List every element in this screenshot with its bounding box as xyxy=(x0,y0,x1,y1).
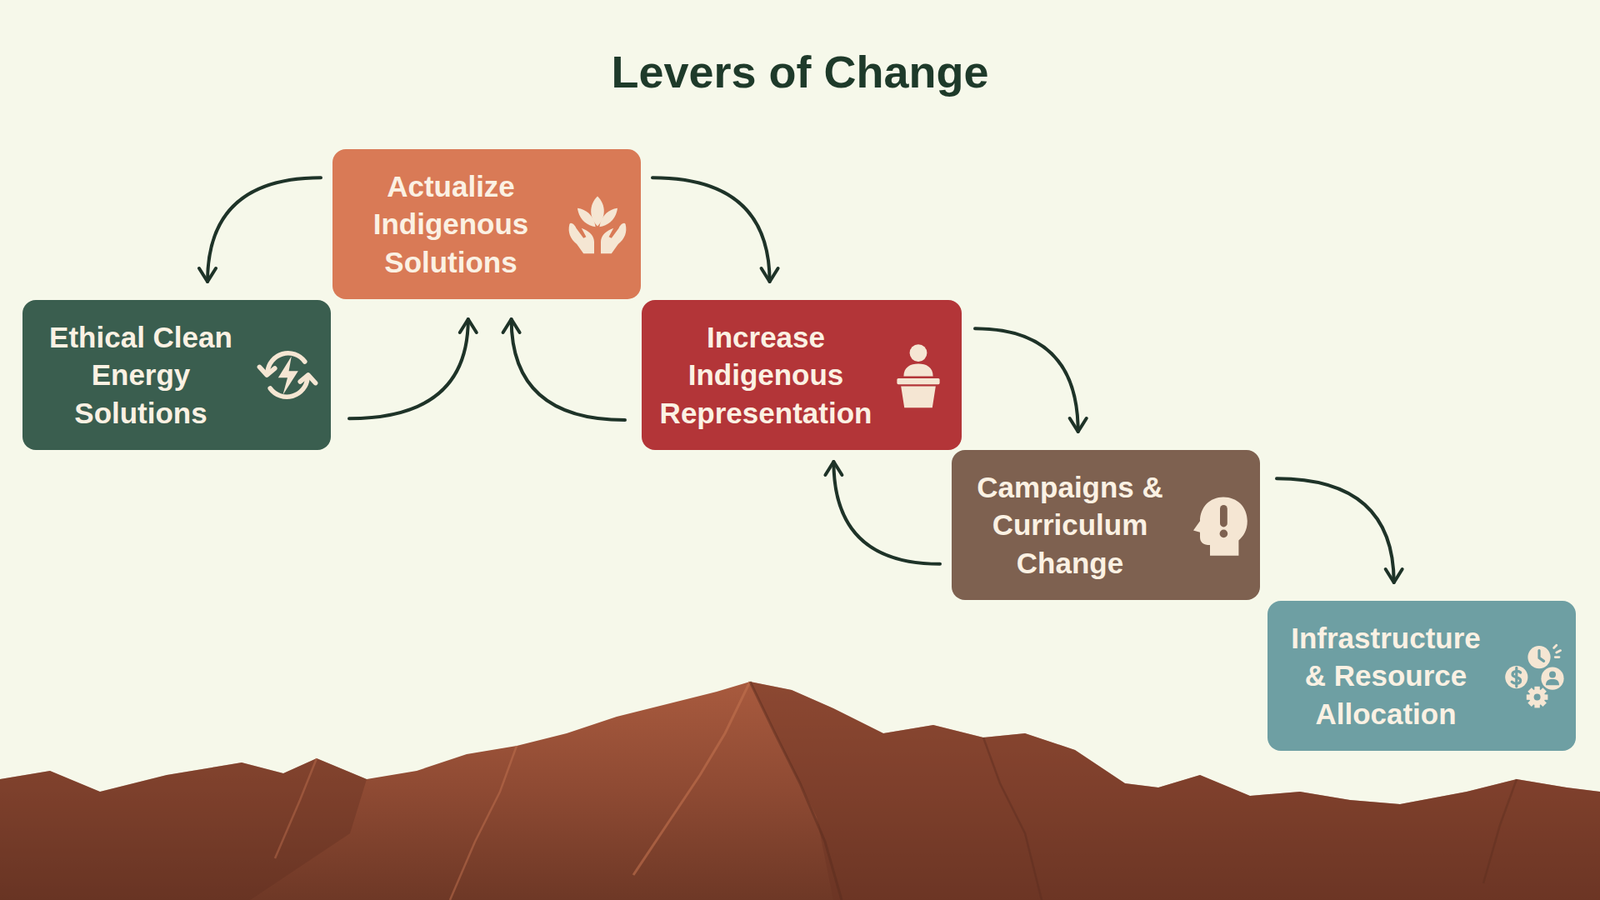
icon-shape xyxy=(900,386,936,409)
icon-shape xyxy=(1529,689,1545,705)
curved-arrow xyxy=(1276,478,1403,583)
curved-arrow xyxy=(349,319,477,419)
lever-icon xyxy=(254,341,321,409)
arrow-head xyxy=(199,268,216,282)
arrow-head xyxy=(503,319,520,333)
mountain-ridge xyxy=(983,737,1042,900)
text-wrap: Actualize Indigenous Solutions xyxy=(344,167,558,282)
lever-icon xyxy=(885,341,952,409)
lever-icon xyxy=(1499,642,1566,710)
mountain-ridge xyxy=(275,758,317,859)
mountain-shadow xyxy=(0,758,367,900)
icon-shape xyxy=(1549,670,1556,678)
icon-shape xyxy=(1527,645,1550,669)
text-wrap: Ethical Clean Energy Solutions xyxy=(34,318,248,433)
icon-shape xyxy=(569,223,595,254)
icon-shape xyxy=(1539,650,1545,662)
icon-shape xyxy=(599,208,618,227)
icon-shape xyxy=(1505,665,1528,689)
arrow-curve xyxy=(511,319,625,420)
mountain-ridge xyxy=(633,681,750,875)
icon-shape xyxy=(910,344,928,362)
icon-shape xyxy=(600,223,626,254)
icon-shape xyxy=(885,341,952,409)
text-wrap: Campaigns & Curriculum Change xyxy=(963,468,1177,583)
box-label: Campaigns & Curriculum Change xyxy=(975,468,1165,583)
icon-shape xyxy=(1183,491,1250,559)
icon-shape xyxy=(1534,694,1541,701)
curved-arrow xyxy=(652,177,779,282)
icon-shape xyxy=(254,341,321,409)
curved-arrow xyxy=(825,461,940,565)
arrow-head xyxy=(1385,569,1403,583)
lever-box: Increase Indigenous Representation xyxy=(641,300,962,450)
icon-shape xyxy=(1545,679,1560,685)
icon-shape xyxy=(1193,496,1248,555)
icon-shape xyxy=(1220,530,1229,539)
lever-icon xyxy=(564,190,631,258)
icon-shape xyxy=(1554,645,1561,657)
curved-arrow xyxy=(199,177,321,282)
icon-shape xyxy=(1220,505,1228,527)
icon-shape xyxy=(1540,667,1564,690)
curved-arrow xyxy=(975,328,1087,432)
mountain-ridge xyxy=(750,681,842,900)
box-label: Increase Indigenous Representation xyxy=(656,318,875,433)
arrow-head xyxy=(761,268,779,282)
box-label: Ethical Clean Energy Solutions xyxy=(44,318,238,433)
curved-arrow xyxy=(503,319,625,420)
box-label: Actualize Indigenous Solutions xyxy=(365,167,537,282)
arrow-curve xyxy=(652,177,770,282)
icon-shape xyxy=(600,223,626,254)
icon-shape xyxy=(1511,667,1520,686)
arrow-head xyxy=(460,319,477,333)
arrow-head xyxy=(1070,418,1087,432)
box-label: Infrastructure & Resource Allocation xyxy=(1288,619,1485,734)
lever-box: Actualize Indigenous Solutions xyxy=(332,149,641,300)
lever-icon xyxy=(1183,491,1250,559)
lever-box: Ethical Clean Energy Solutions xyxy=(22,300,331,450)
icon-shape xyxy=(903,363,933,376)
arrow-curve xyxy=(207,177,321,282)
text-wrap: Increase Indigenous Representation xyxy=(653,318,879,433)
icon-shape xyxy=(577,208,596,227)
mountain-ridge xyxy=(450,745,517,900)
arrow-curve xyxy=(1276,478,1395,583)
icon-shape xyxy=(896,378,940,385)
arrow-curve xyxy=(833,461,940,565)
lever-box: Campaigns & Curriculum Change xyxy=(951,450,1260,600)
arrow-curve xyxy=(975,328,1079,432)
arrow-head xyxy=(825,461,842,475)
arrow-curve xyxy=(349,319,469,419)
mountain-ridge xyxy=(1483,779,1517,884)
icon-shape xyxy=(259,366,275,375)
icon-shape xyxy=(278,356,299,395)
text-wrap: Infrastructure & Resource Allocation xyxy=(1279,619,1493,734)
icon-shape xyxy=(1499,642,1566,710)
icon-shape xyxy=(300,375,315,384)
lever-box: Infrastructure & Resource Allocation xyxy=(1267,600,1576,751)
diagram-title: Levers of Change xyxy=(0,45,1600,100)
icon-shape xyxy=(564,190,631,258)
